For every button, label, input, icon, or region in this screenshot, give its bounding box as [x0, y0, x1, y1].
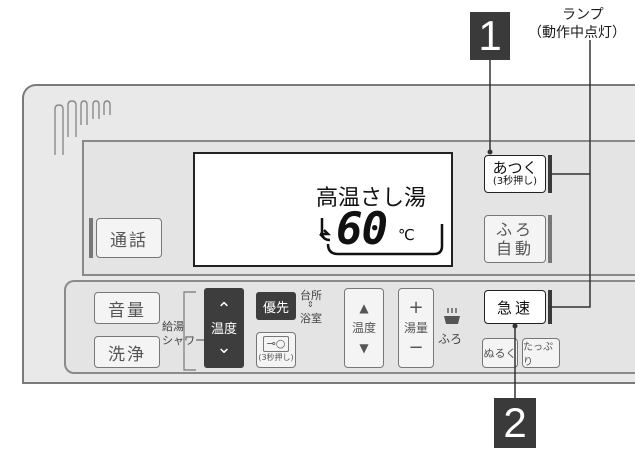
- furo-label: ふろ: [438, 332, 463, 346]
- ondo-up-icon: ⌃: [216, 299, 232, 320]
- furo-ondo-down-icon: ▼: [359, 341, 369, 355]
- ondo-down-icon: ⌄: [216, 337, 232, 358]
- furo-jido-label-1: ふろ: [495, 220, 534, 239]
- tsuwa-side-bar: [89, 218, 93, 258]
- lamp-label-line2: （動作中点灯）: [528, 25, 626, 41]
- ondo-label: 温度: [210, 322, 237, 337]
- lamp-label-line1: ランプ: [562, 7, 604, 23]
- onryo-button[interactable]: 音量: [94, 292, 160, 324]
- bath-icon: [444, 308, 460, 324]
- yokushitsu-label: 浴室: [300, 312, 322, 325]
- daidokoro-label: 台所: [300, 289, 322, 302]
- key-icon: ⊸○: [262, 336, 290, 352]
- shower-label: シャワー: [162, 334, 206, 347]
- atsuku-label: あつく: [492, 159, 538, 177]
- callout-2: 2: [494, 398, 536, 448]
- lock-button[interactable]: ⊸○ (3秒押し): [256, 332, 296, 368]
- furo-jido-lamp: [548, 215, 552, 263]
- furo-jido-button[interactable]: ふろ 自動: [484, 215, 546, 263]
- atsuku-button[interactable]: あつく (3秒押し): [484, 155, 546, 193]
- callout-1: 1: [470, 12, 510, 60]
- furo-ondo-up-icon: ▲: [359, 301, 369, 315]
- yusen-button[interactable]: 優先: [256, 292, 296, 320]
- kyusoku-button[interactable]: 急速: [484, 290, 546, 324]
- furo-ondo-label: 温度: [351, 321, 376, 335]
- lock-sub-label: (3秒押し): [258, 353, 294, 362]
- yuryo-button[interactable]: + 湯量 −: [398, 288, 434, 368]
- speaker-vents: [54, 100, 111, 155]
- yuryo-label: 湯量: [403, 321, 428, 335]
- temperature-frame-icon: [319, 218, 444, 256]
- display-mode-text: 高温さし湯: [316, 186, 427, 211]
- furo-ondo-button[interactable]: ▲ 温度 ▼: [344, 288, 384, 368]
- display-temperature: 60: [336, 204, 388, 255]
- tsuwa-button[interactable]: 通話: [96, 218, 162, 258]
- tappuri-button[interactable]: たっぷり: [522, 338, 560, 368]
- ondo-updown-button[interactable]: ⌃ 温度 ⌄: [204, 288, 244, 368]
- yuryo-plus-icon: +: [408, 297, 424, 318]
- daidokoro-arrow-icon: ⇕: [307, 300, 314, 309]
- furo-jido-label-2: 自動: [495, 239, 534, 258]
- yuryo-minus-icon: −: [408, 337, 424, 358]
- nuruku-button[interactable]: ぬるく: [482, 338, 518, 368]
- display-unit: ℃: [398, 226, 415, 244]
- kyuto-label: 給湯: [162, 320, 184, 333]
- kyuto-bracket: [183, 291, 196, 371]
- senjo-button[interactable]: 洗浄: [94, 336, 160, 368]
- lcd-display: [193, 152, 453, 267]
- atsuku-sub-label: (3秒押し): [492, 176, 538, 187]
